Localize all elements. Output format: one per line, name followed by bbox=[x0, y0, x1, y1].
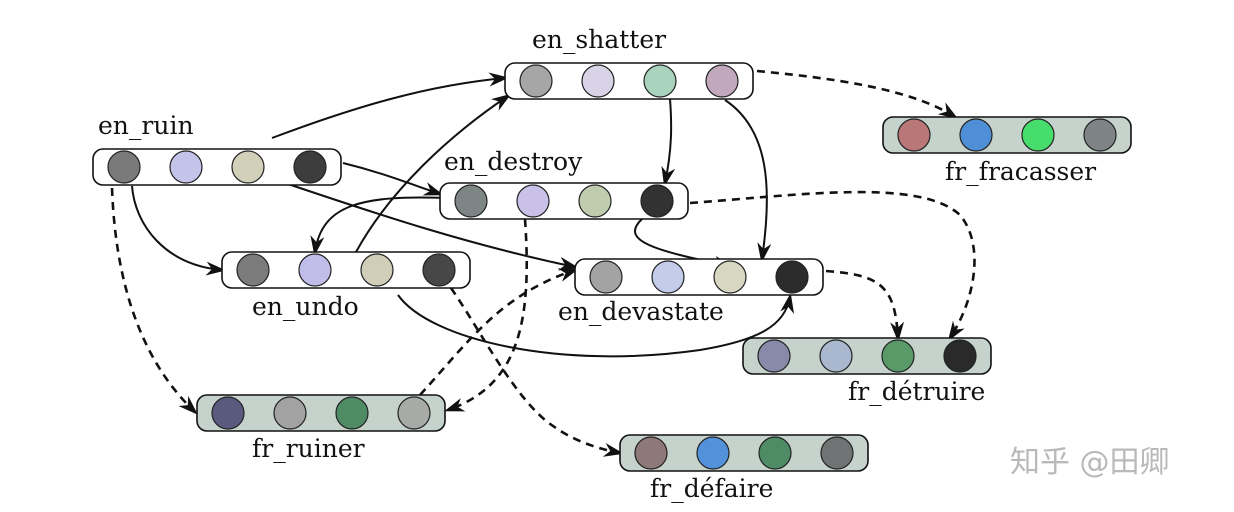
embedding-dot bbox=[335, 396, 369, 430]
embedding-dot bbox=[643, 64, 677, 98]
embedding-dot bbox=[640, 184, 674, 218]
embedding-dot bbox=[516, 184, 550, 218]
embedding-dot bbox=[236, 253, 270, 287]
embedding-dot bbox=[713, 260, 747, 294]
node-box bbox=[439, 182, 689, 220]
node-box bbox=[196, 394, 446, 432]
edge-en-ruin-to-en-undo bbox=[131, 185, 226, 276]
embedding-dot bbox=[454, 184, 488, 218]
embedding-dot bbox=[959, 118, 993, 152]
node-en-ruin: en_ruin bbox=[92, 111, 342, 186]
embedding-dot bbox=[397, 396, 431, 430]
embedding-dot bbox=[696, 436, 730, 470]
embedding-dot bbox=[107, 150, 141, 184]
node-label: fr_défaire bbox=[650, 474, 773, 503]
embedding-dot bbox=[273, 396, 307, 430]
watermark: 知乎 @田卿 bbox=[1010, 445, 1170, 480]
node-en-undo: en_undo bbox=[221, 251, 471, 321]
node-label: fr_ruiner bbox=[252, 434, 365, 463]
node-label: en_destroy bbox=[444, 147, 583, 176]
embedding-dot bbox=[1021, 118, 1055, 152]
edge-en-destroy-to-fr-detruire bbox=[689, 190, 976, 342]
edge-en-shatter-to-en-devastate bbox=[724, 99, 772, 263]
node-box bbox=[92, 148, 342, 186]
edge-fr-ruiner-to-en-devastate bbox=[419, 268, 579, 396]
embedding-dot bbox=[1083, 118, 1117, 152]
embedding-dot bbox=[775, 260, 809, 294]
embedding-dot bbox=[578, 184, 612, 218]
node-fr-detruire: fr_détruire bbox=[742, 337, 992, 406]
embedding-dot bbox=[293, 150, 327, 184]
embedding-dot bbox=[581, 64, 615, 98]
node-box bbox=[574, 258, 824, 296]
node-box bbox=[504, 62, 754, 100]
embedding-dot bbox=[634, 436, 668, 470]
embedding-dot bbox=[820, 436, 854, 470]
node-label: fr_détruire bbox=[848, 377, 985, 406]
node-box bbox=[221, 251, 471, 289]
edge-en-shatter-to-fr-fracasser bbox=[756, 69, 959, 120]
edge-en-ruin-to-en-devastate bbox=[287, 183, 579, 271]
edge-en-destroy-to-en-undo bbox=[310, 196, 446, 256]
node-box bbox=[619, 434, 869, 472]
node-box bbox=[742, 337, 992, 375]
edge-en-undo-to-en-shatter bbox=[355, 93, 512, 253]
node-label: en_ruin bbox=[98, 111, 194, 140]
edge-en-undo-to-en-devastate bbox=[397, 293, 795, 358]
node-label: en_devastate bbox=[558, 297, 724, 326]
edge-en-undo-to-fr-defaire bbox=[449, 287, 624, 457]
edge-en-destroy-to-fr-ruiner bbox=[444, 218, 528, 412]
embedding-dot bbox=[757, 339, 791, 373]
embedding-dot bbox=[943, 339, 977, 373]
edge-en-devastate-to-fr-detruire bbox=[825, 269, 905, 342]
embedding-dot bbox=[231, 150, 265, 184]
node-label: en_undo bbox=[252, 292, 359, 321]
node-label: fr_fracasser bbox=[945, 157, 1096, 186]
node-fr-fracasser: fr_fracasser bbox=[882, 116, 1132, 186]
edge-en-ruin-to-fr-ruiner bbox=[110, 187, 198, 415]
node-en-destroy: en_destroy bbox=[439, 147, 689, 220]
embedding-dot bbox=[589, 260, 623, 294]
node-en-shatter: en_shatter bbox=[504, 25, 754, 100]
edge-en-ruin-to-en-destroy bbox=[342, 162, 444, 196]
embedding-dot bbox=[422, 253, 456, 287]
embedding-dot bbox=[819, 339, 853, 373]
embedding-dot bbox=[881, 339, 915, 373]
node-label: en_shatter bbox=[532, 25, 666, 54]
embedding-dot bbox=[519, 64, 553, 98]
embedding-dot bbox=[169, 150, 203, 184]
edge-en-shatter-to-en-destroy bbox=[661, 98, 676, 187]
node-fr-defaire: fr_défaire bbox=[619, 434, 869, 503]
nodes: en_shatter en_ruin en_destroy en_undo en_dev… bbox=[92, 25, 1132, 503]
embedding-dot bbox=[758, 436, 792, 470]
embedding-dot bbox=[211, 396, 245, 430]
embedding-dot bbox=[705, 64, 739, 98]
embedding-dot bbox=[897, 118, 931, 152]
node-fr-ruiner: fr_ruiner bbox=[196, 394, 446, 463]
edge-en-ruin-to-en-shatter bbox=[271, 72, 509, 139]
embedding-dot bbox=[298, 253, 332, 287]
node-box bbox=[882, 116, 1132, 154]
node-en-devastate: en_devastate bbox=[558, 258, 824, 326]
edges bbox=[110, 69, 976, 457]
embedding-dot bbox=[651, 260, 685, 294]
embedding-dot bbox=[360, 253, 394, 287]
